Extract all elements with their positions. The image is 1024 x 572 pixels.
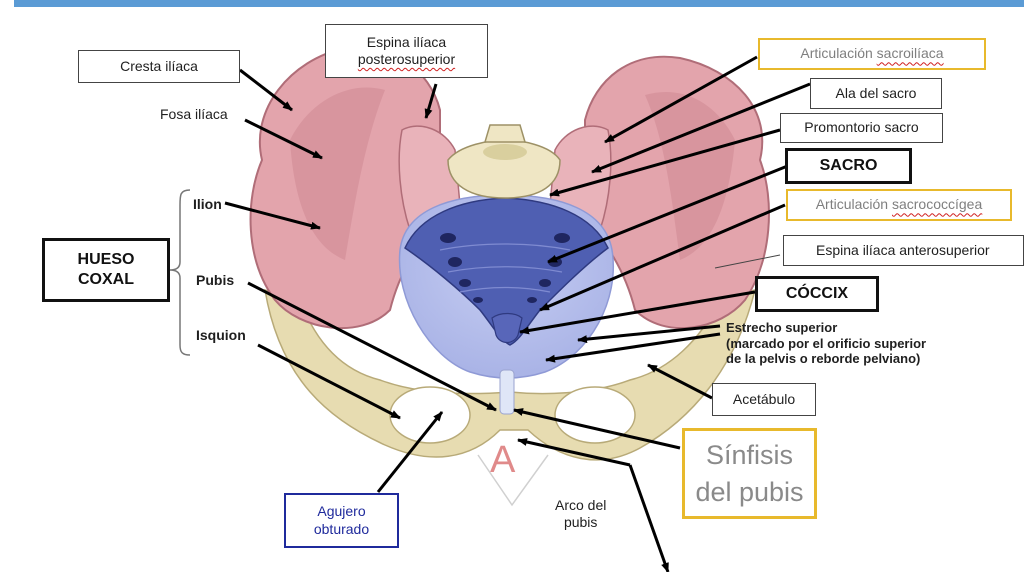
label-sacro: SACRO	[785, 148, 912, 184]
left-obturator	[389, 386, 471, 444]
label-isquion: Isquion	[196, 327, 246, 343]
label-espina-anterosuperior: Espina ilíaca anterosuperior	[783, 235, 1024, 266]
sacral-foramina	[440, 233, 570, 303]
label-ala-del-sacro: Ala del sacro	[810, 78, 942, 109]
top-accent-bar	[14, 0, 1024, 7]
label-acetabulo: Acetábulo	[712, 383, 816, 416]
label-cresta-iliaca: Cresta ilíaca	[78, 50, 240, 83]
label-arco-del-pubis: Arco del pubis	[555, 497, 607, 530]
right-ilium-shade	[645, 92, 735, 260]
label-coccix: CÓCCIX	[755, 276, 879, 312]
label-estrecho-superior: Estrecho superior (marcado por el orific…	[726, 320, 927, 367]
coccyx	[491, 312, 523, 344]
label-articulacion-sacroiliaca: Articulación sacroilíaca	[758, 38, 986, 70]
label-agujero-obturado: Agujero obturado	[284, 493, 399, 548]
espina-antero-line	[714, 254, 781, 269]
sacral-ridges	[439, 243, 571, 293]
label-promontorio-sacro: Promontorio sacro	[780, 113, 943, 143]
label-pubis: Pubis	[196, 272, 235, 288]
label-fosa-iliaca: Fosa ilíaca	[160, 106, 228, 122]
pubic-symphysis-disc	[499, 369, 515, 415]
label-hueso-coxal: HUESO COXAL	[42, 238, 170, 302]
right-obturator	[554, 386, 636, 444]
label-sinfisis-del-pubis: Sínfisis del pubis	[682, 428, 817, 519]
coxal-brace	[169, 189, 191, 356]
label-articulacion-sacrococcigea: Articulación sacrococcígea	[786, 189, 1012, 221]
left-ilium-shade	[290, 87, 385, 260]
vertebra-process	[483, 124, 527, 143]
label-ilion: Ilion	[193, 196, 222, 212]
pubic-arch-mark: A	[490, 439, 516, 481]
label-espina-posterosuperior: Espina ilíaca posterosuperior	[325, 24, 488, 78]
